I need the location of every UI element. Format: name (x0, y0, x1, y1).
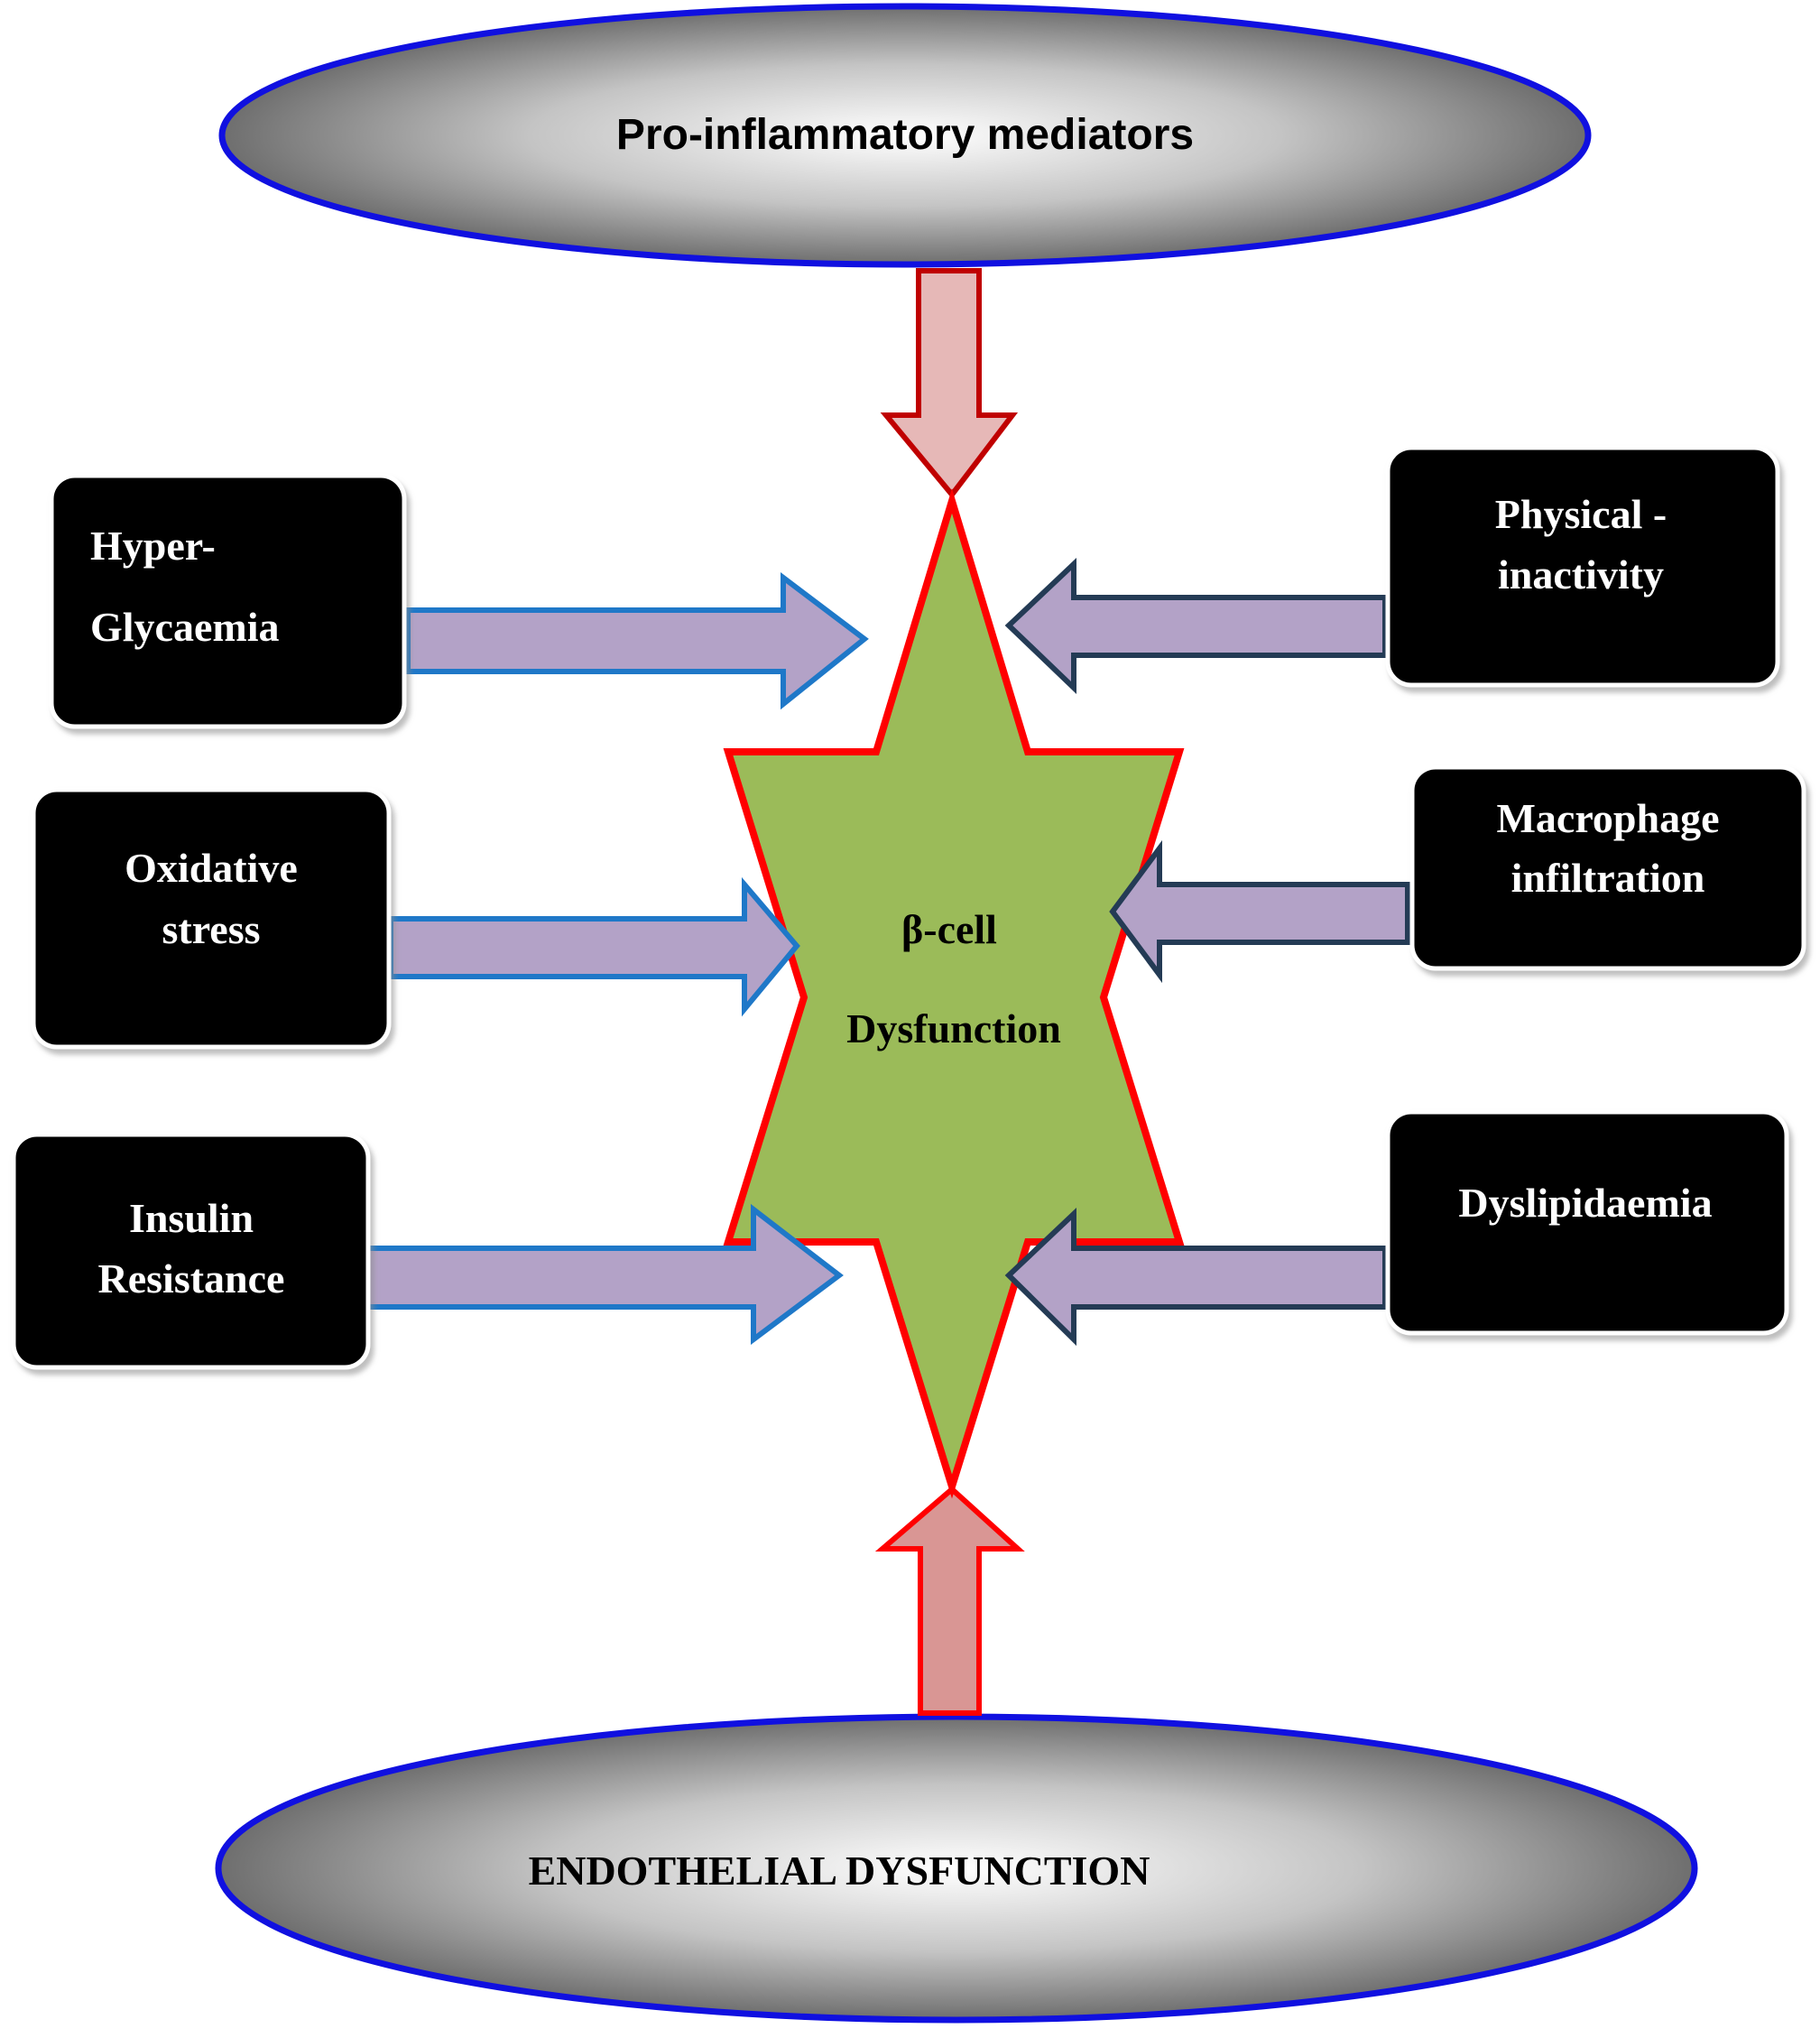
right-arrow-macrophage-infiltration (1109, 839, 1410, 984)
left-arrow-hyperglycaemia (405, 571, 869, 710)
box-physical-inactivity-line1: Physical - (1495, 491, 1667, 537)
center-label-line2: Dysfunction (846, 1005, 1061, 1051)
box-dyslipidaemia-line1: Dyslipidaemia (1458, 1180, 1712, 1226)
box-insulin-resistance-shape (11, 1132, 371, 1370)
box-macrophage-infiltration-line2: infiltration (1511, 855, 1705, 901)
left-arrow-oxidative-stress (388, 876, 800, 1017)
top-ellipse-node: Pro-inflammatory mediators (218, 3, 1592, 268)
left-arrow-insulin-resistance (363, 1203, 844, 1345)
top-ellipse-shape (218, 3, 1592, 268)
box-macrophage-infiltration-line1: Macrophage (1496, 795, 1719, 841)
box-physical-inactivity-line2: inactivity (1498, 551, 1664, 598)
right-arrow-physical-inactivity (1004, 558, 1388, 695)
box-oxidative-stress-line1: Oxidative (125, 845, 298, 891)
box-physical-inactivity: Physical - inactivity (1385, 445, 1780, 688)
box-insulin-resistance-line1: Insulin (129, 1195, 254, 1241)
top-ellipse-label: Pro-inflammatory mediators (616, 111, 1194, 159)
box-hyperglycaemia: Hyper- Glycaemia (49, 473, 407, 729)
top-arrow (880, 268, 1019, 499)
box-physical-inactivity-shape (1385, 445, 1780, 688)
box-insulin-resistance: Insulin Resistance (11, 1132, 371, 1370)
box-hyperglycaemia-line1: Hyper- (90, 523, 216, 569)
box-insulin-resistance-line2: Resistance (98, 1255, 285, 1302)
box-dyslipidaemia: Dyslipidaemia (1385, 1109, 1789, 1336)
center-label-line1: β-cell (901, 906, 997, 952)
bottom-ellipse-shape (215, 1713, 1698, 2024)
box-oxidative-stress-line2: stress (162, 906, 260, 952)
box-macrophage-infiltration: Macrophage infiltration (1409, 764, 1806, 971)
box-oxidative-stress: Oxidative stress (31, 787, 392, 1050)
box-hyperglycaemia-shape (49, 473, 407, 729)
box-hyperglycaemia-line2: Glycaemia (90, 604, 280, 650)
bottom-ellipse-label: ENDOTHELIAL DYSFUNCTION (529, 1848, 1150, 1894)
box-dyslipidaemia-shape (1385, 1109, 1789, 1336)
bottom-arrow (874, 1486, 1025, 1716)
right-arrow-dyslipidaemia (1004, 1208, 1388, 1347)
box-oxidative-stress-shape (31, 787, 392, 1050)
box-macrophage-infiltration-shape (1409, 764, 1806, 971)
bottom-ellipse-node: ENDOTHELIAL DYSFUNCTION (215, 1713, 1698, 2024)
